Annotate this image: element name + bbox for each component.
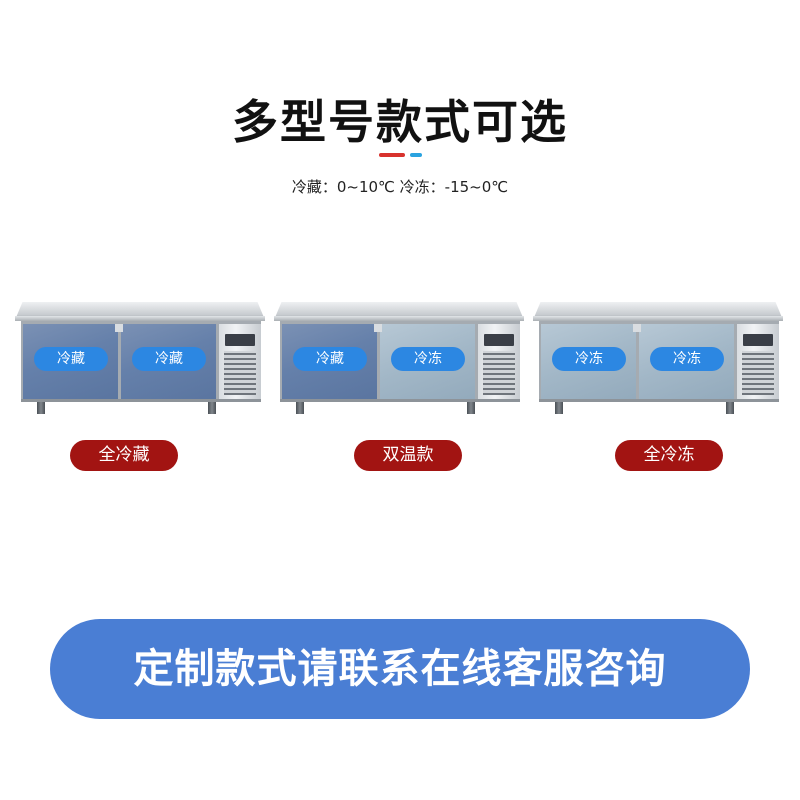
leg bbox=[726, 402, 734, 414]
vent-grille bbox=[483, 351, 515, 395]
fridge-unit-full-chill[interactable]: 冷藏 冷藏 bbox=[15, 302, 265, 414]
leg bbox=[37, 402, 45, 414]
counter-top bbox=[274, 302, 524, 320]
leg bbox=[555, 402, 563, 414]
door-handle bbox=[119, 324, 123, 332]
right-door-label: 冷冻 bbox=[391, 347, 465, 371]
right-door-label: 冷藏 bbox=[132, 347, 206, 371]
cabinet-base bbox=[280, 399, 520, 402]
type-label-full-freeze[interactable]: 全冷冻 bbox=[615, 440, 723, 471]
counter-edge bbox=[533, 316, 783, 321]
page-title: 多型号款式可选 bbox=[232, 95, 568, 149]
control-panel bbox=[225, 334, 255, 346]
control-panel bbox=[484, 334, 514, 346]
control-panel bbox=[743, 334, 773, 346]
door-handle bbox=[637, 324, 641, 332]
door-handle bbox=[378, 324, 382, 332]
left-door-label: 冷冻 bbox=[552, 347, 626, 371]
door-handle bbox=[374, 324, 378, 332]
vent-grille bbox=[224, 351, 256, 395]
right-door-label: 冷冻 bbox=[650, 347, 724, 371]
counter-edge bbox=[15, 316, 265, 321]
cabinet-base bbox=[539, 399, 779, 402]
left-door-label: 冷藏 bbox=[293, 347, 367, 371]
vent-grille bbox=[742, 351, 774, 395]
fridge-unit-full-freeze[interactable]: 冷冻 冷冻 bbox=[533, 302, 783, 414]
fridge-unit-dual-temp[interactable]: 冷藏 冷冻 bbox=[274, 302, 524, 414]
left-door-label: 冷藏 bbox=[34, 347, 108, 371]
type-label-full-chill[interactable]: 全冷藏 bbox=[70, 440, 178, 471]
door-handle bbox=[633, 324, 637, 332]
counter-top bbox=[533, 302, 783, 320]
leg bbox=[467, 402, 475, 414]
title-accent-blue bbox=[410, 153, 422, 157]
type-label-dual-temp[interactable]: 双温款 bbox=[354, 440, 462, 471]
leg bbox=[296, 402, 304, 414]
door-handle bbox=[115, 324, 119, 332]
temperature-subtitle: 冷藏：0~10℃ 冷冻：-15~0℃ bbox=[291, 178, 509, 196]
title-accent-red bbox=[379, 153, 405, 157]
leg bbox=[208, 402, 216, 414]
counter-edge bbox=[274, 316, 524, 321]
counter-top bbox=[15, 302, 265, 320]
custom-order-banner[interactable]: 定制款式请联系在线客服咨询 bbox=[50, 619, 750, 719]
cabinet-base bbox=[21, 399, 261, 402]
